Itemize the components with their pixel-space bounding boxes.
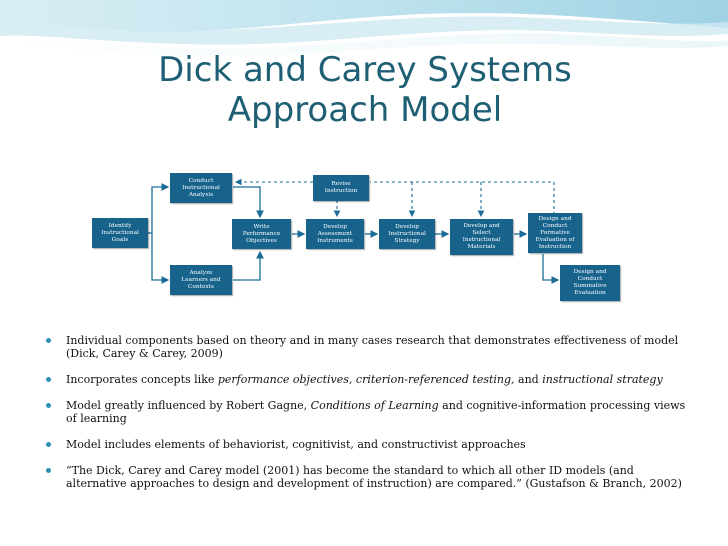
arrow-formative-to-summative bbox=[542, 254, 560, 284]
bullet-dot-icon bbox=[46, 338, 51, 343]
arrow-conduct-to-write bbox=[233, 186, 264, 219]
diagram-connectors bbox=[147, 178, 560, 284]
bullet-dot-icon bbox=[46, 442, 51, 447]
bullet-item: Model greatly influenced by Robert Gagne… bbox=[46, 399, 686, 425]
arrow-identify-to-analyze bbox=[151, 233, 170, 284]
bullet-item: Model includes elements of behaviorist, … bbox=[46, 438, 686, 451]
title-line-2: Approach Model bbox=[227, 90, 503, 130]
title-line-1: Dick and Carey Systems bbox=[158, 50, 572, 90]
bullet-item: Incorporates concepts like performance o… bbox=[46, 373, 686, 386]
feedback-formative-to-revise bbox=[370, 181, 555, 215]
bullet-item: “The Dick, Carey and Carey model (2001) … bbox=[46, 464, 686, 490]
decorative-banner bbox=[0, 0, 728, 60]
bullet-dot-icon bbox=[46, 377, 51, 382]
bullet-dot-icon bbox=[46, 468, 51, 473]
bullet-item: Individual components based on theory an… bbox=[46, 334, 686, 360]
bullet-dot-icon bbox=[46, 403, 51, 408]
page-title: Dick and Carey Systems Approach Model bbox=[100, 50, 630, 130]
arrow-analyze-to-write bbox=[233, 250, 264, 281]
arrow-identify-to-conduct bbox=[151, 183, 170, 233]
bullet-list: Individual components based on theory an… bbox=[46, 334, 686, 501]
